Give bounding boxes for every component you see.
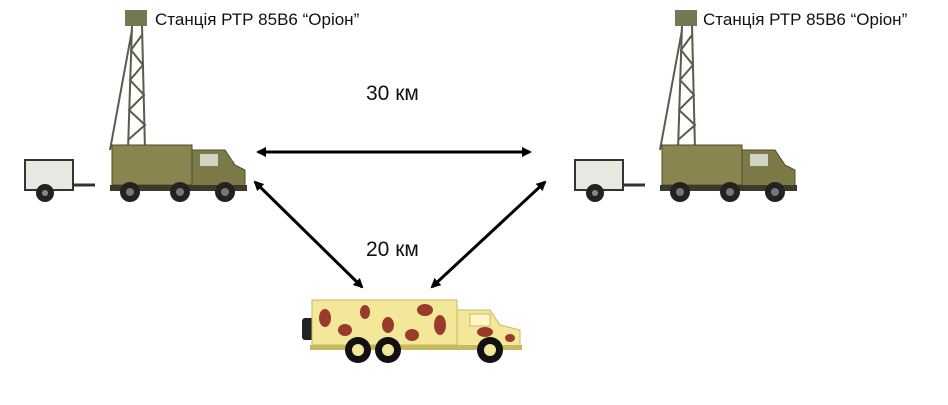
station-right-label: Станція РТР 85В6 “Оріон” bbox=[703, 10, 908, 29]
station-left-label: Станція РТР 85В6 “Оріон” bbox=[155, 10, 360, 29]
rtr-station-left-image bbox=[23, 8, 249, 204]
arrow-left-20km bbox=[253, 180, 364, 289]
rtr-station-right-image bbox=[573, 8, 799, 204]
command-vehicle-image bbox=[302, 299, 522, 363]
arrow-right-20km bbox=[430, 180, 547, 289]
distance-30km-label: 30 км bbox=[366, 82, 419, 105]
distance-20km-label: 20 км bbox=[366, 238, 419, 261]
